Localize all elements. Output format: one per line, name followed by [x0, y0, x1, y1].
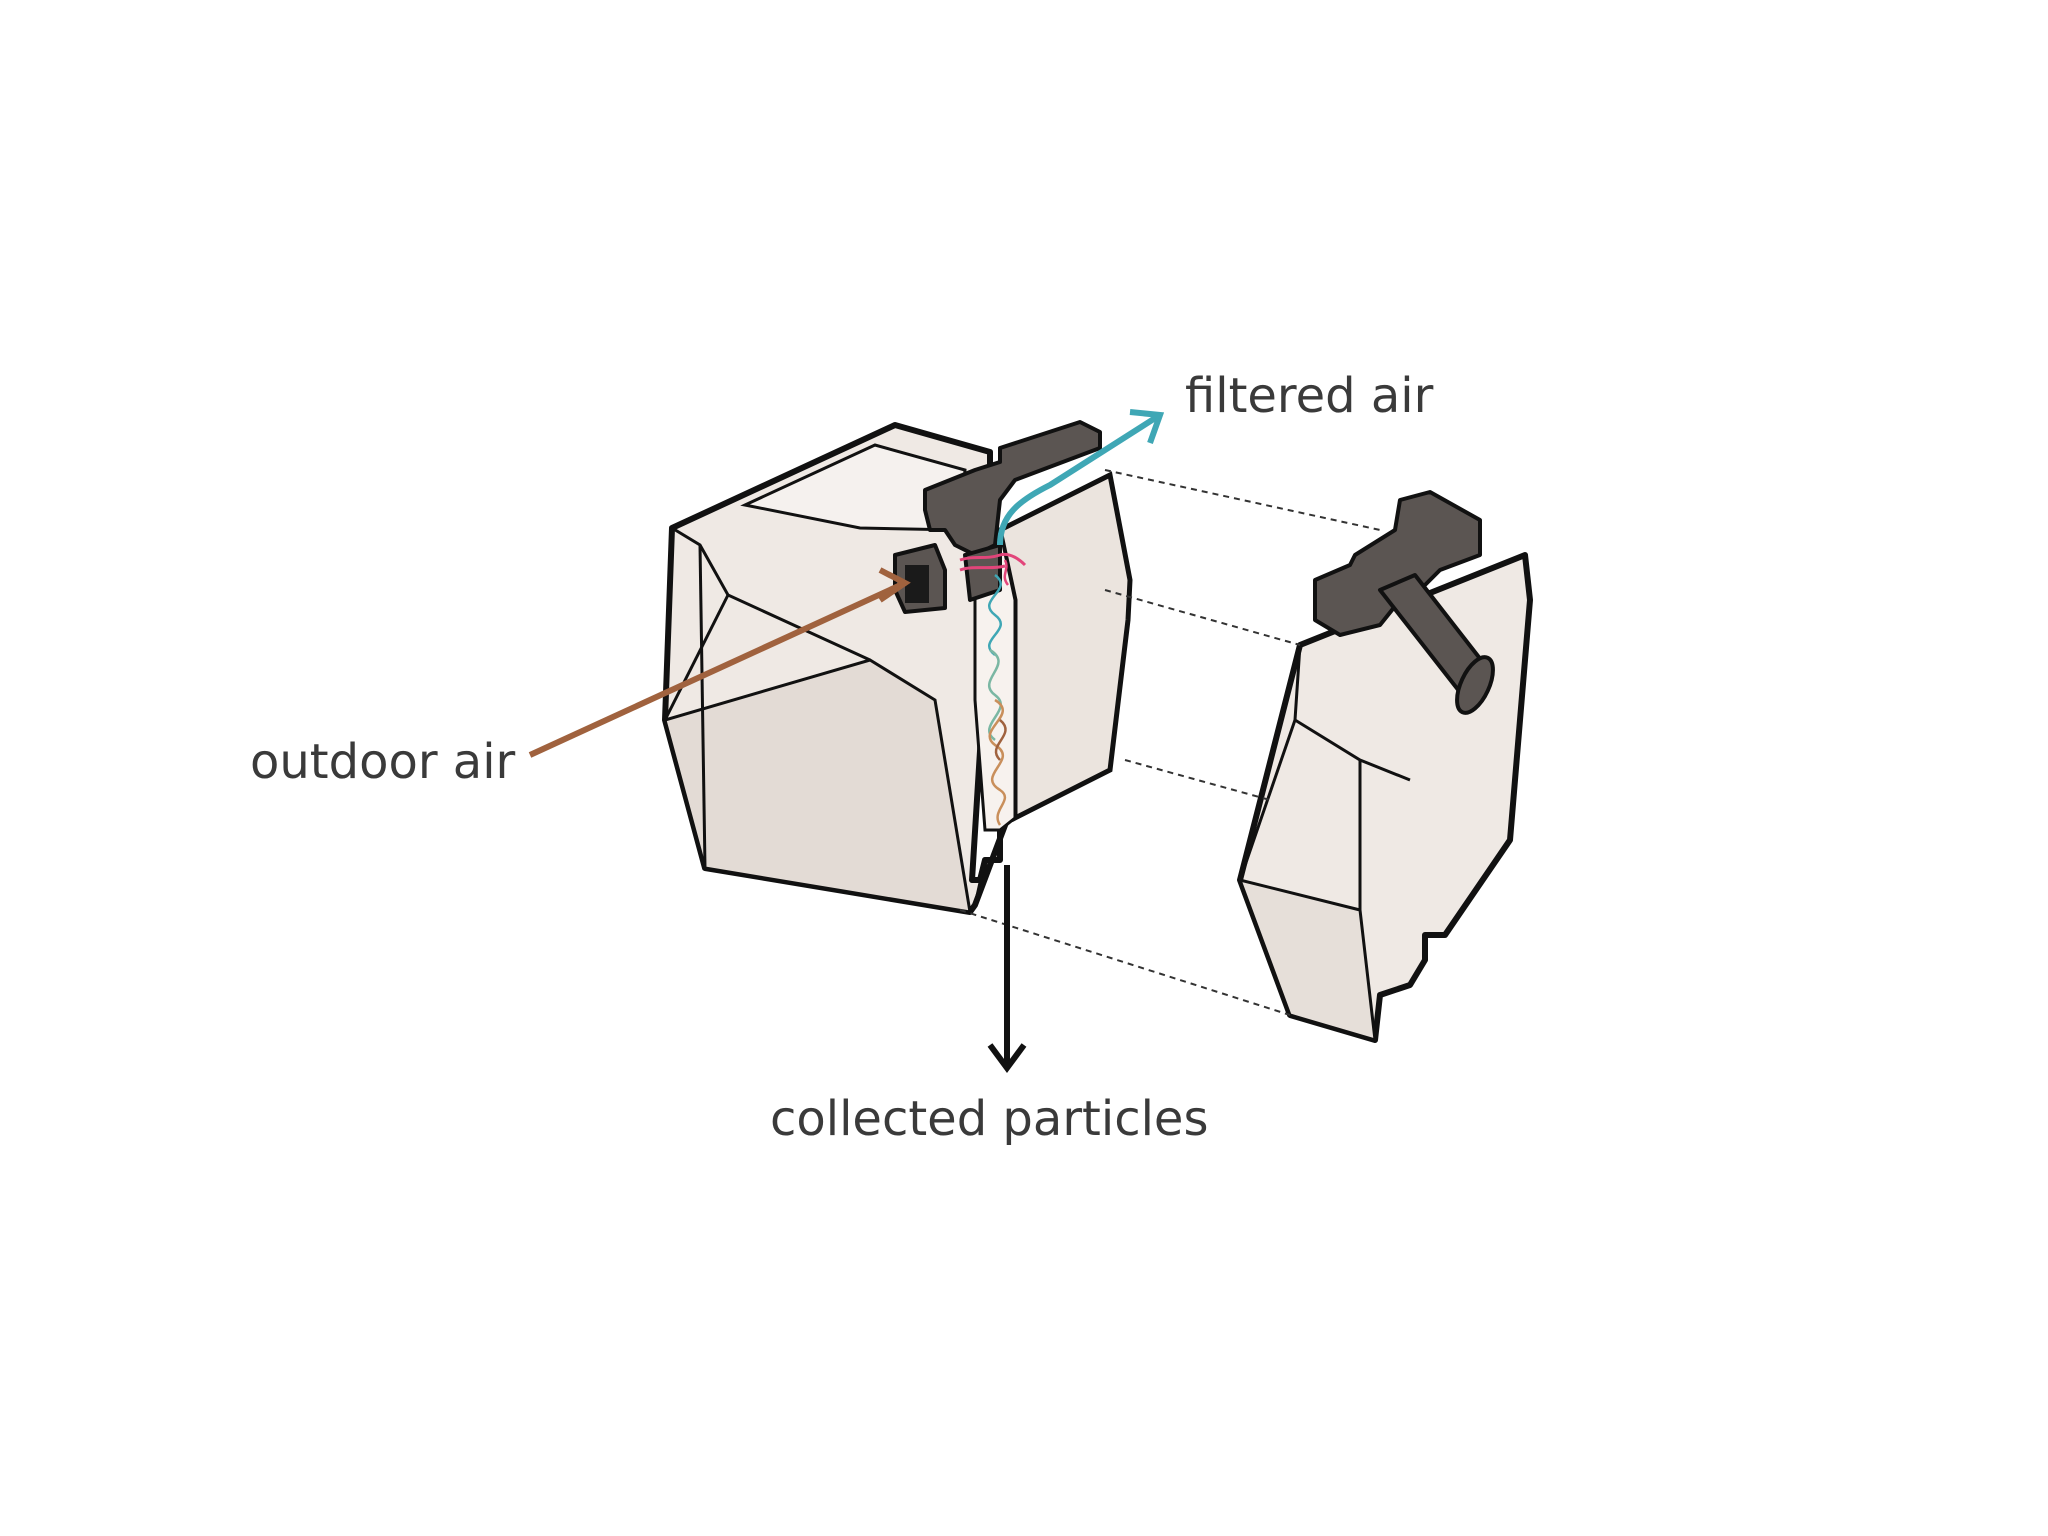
filtered-air-label: filtered air [1185, 368, 1434, 424]
right-block-front-face [1237, 877, 1377, 1043]
pink-flow-lines [959, 552, 1027, 572]
collected-particles-arrow [987, 865, 1027, 1074]
particle-trajectories [987, 559, 1010, 826]
outdoor-air-label: outdoor air [250, 734, 516, 790]
left-block-lower-face [663, 658, 972, 914]
collected-particles-label: collected particles [770, 1091, 1208, 1147]
right-cut-face [997, 471, 1133, 823]
right-cover-block [1237, 552, 1533, 1043]
right-top-fitting [1313, 490, 1495, 715]
filtered-air-arrow [997, 409, 1165, 546]
alignment-lines [959, 469, 1381, 1016]
outdoor-air-arrow [528, 567, 911, 758]
left-housing-block [662, 422, 1133, 915]
